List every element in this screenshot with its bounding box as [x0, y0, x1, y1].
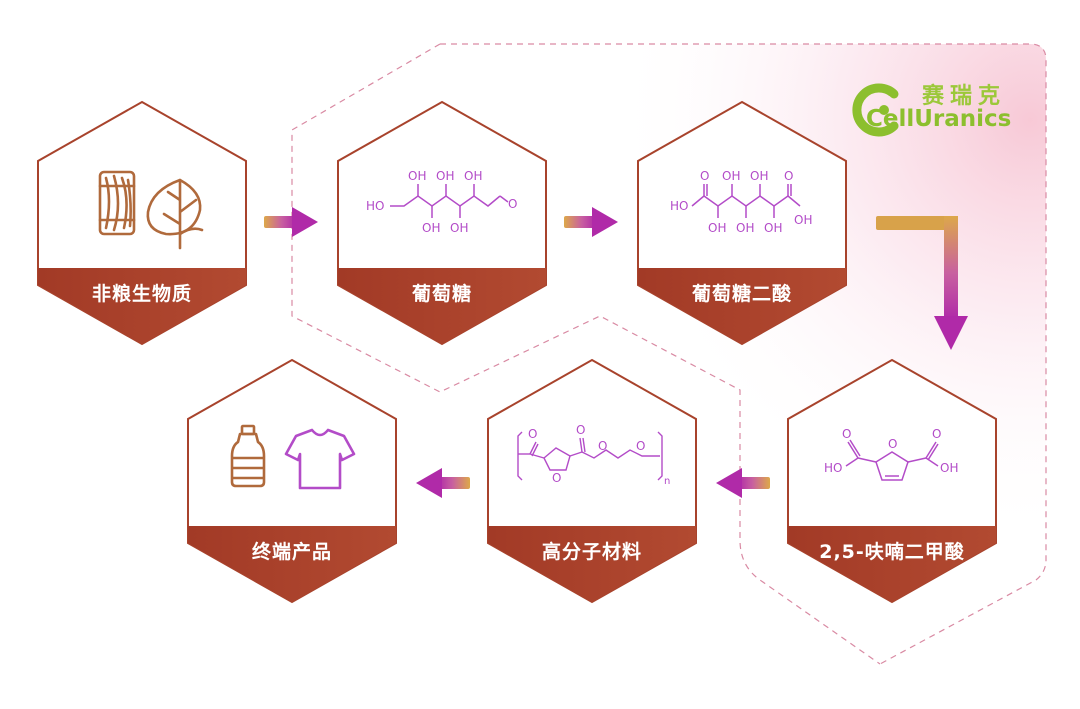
- step-fdca: O HO O O OH 2,5-呋喃二甲酸: [784, 358, 1000, 604]
- chem-n: n: [664, 476, 670, 487]
- logo-c-mark-icon: [852, 83, 899, 137]
- chem-o: O: [508, 197, 517, 211]
- step-glucaric-acid: HO O OH OH OH OH OH O OH 葡萄糖二酸: [634, 100, 850, 346]
- chem-o: O: [552, 471, 561, 485]
- chem-ho: HO: [366, 199, 384, 213]
- step-biomass: 非粮生物质: [34, 100, 250, 346]
- chem-oh: OH: [708, 221, 726, 235]
- chem-oh: OH: [764, 221, 782, 235]
- brand-logo: 赛瑞克 CellUranics: [850, 72, 1030, 142]
- step-label: 2,5-呋喃二甲酸: [819, 541, 965, 563]
- polymer-structure-icon: O O O O O n: [517, 423, 670, 487]
- step-label: 葡萄糖: [411, 283, 472, 305]
- chem-o: O: [598, 439, 607, 453]
- chem-oh: OH: [722, 169, 740, 183]
- arrow-left-1: [716, 468, 770, 498]
- step-end-products: 终端产品: [184, 358, 400, 604]
- arrow-left-2: [416, 468, 470, 498]
- chem-oh: OH: [736, 221, 754, 235]
- glucose-structure-icon: HO OH OH OH OH OH O: [366, 169, 517, 235]
- chem-o: O: [888, 437, 897, 451]
- glucaric-acid-structure-icon: HO O OH OH OH OH OH O OH: [670, 169, 812, 235]
- step-label: 葡萄糖二酸: [691, 283, 792, 305]
- chem-oh: OH: [940, 461, 958, 475]
- chem-o: O: [842, 427, 851, 441]
- step-label: 终端产品: [251, 541, 332, 563]
- chem-oh: OH: [450, 221, 468, 235]
- step-label: 高分子材料: [541, 541, 642, 563]
- chem-o: O: [528, 427, 537, 441]
- chem-o: O: [932, 427, 941, 441]
- chem-o: O: [576, 423, 585, 437]
- chem-oh: OH: [422, 221, 440, 235]
- chem-ho: HO: [670, 199, 688, 213]
- logo-english-name: CellUranics: [866, 106, 1012, 132]
- fdca-structure-icon: O HO O O OH: [824, 427, 958, 481]
- bottle-and-tshirt-icon: [230, 424, 356, 490]
- chem-o: O: [784, 169, 793, 183]
- biomass-icon: [98, 170, 204, 250]
- arrow-right-1: [264, 207, 318, 237]
- chem-oh: OH: [436, 169, 454, 183]
- arrow-turn-down: [876, 216, 968, 350]
- chem-o: O: [636, 439, 645, 453]
- chem-ho: HO: [824, 461, 842, 475]
- step-label: 非粮生物质: [91, 283, 192, 305]
- arrow-right-2: [564, 207, 618, 237]
- chem-oh: OH: [408, 169, 426, 183]
- logo-chinese-name: 赛瑞克: [922, 84, 1007, 109]
- step-polymer: O O O O O n 高分子材料: [484, 358, 700, 604]
- chem-oh: OH: [750, 169, 768, 183]
- step-glucose: HO OH OH OH OH OH O 葡萄糖: [334, 100, 550, 346]
- chem-o: O: [700, 169, 709, 183]
- chem-oh: OH: [464, 169, 482, 183]
- chem-oh: OH: [794, 213, 812, 227]
